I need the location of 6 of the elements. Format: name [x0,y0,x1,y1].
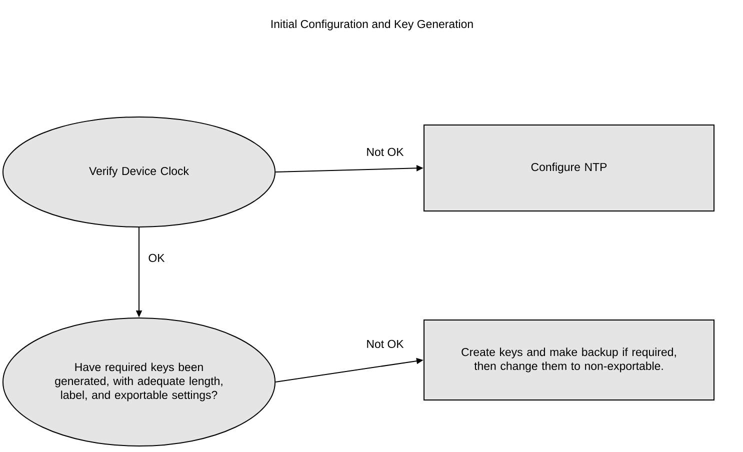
title: Initial Configuration and Key Generation [271,20,473,30]
edge-label: OK [148,254,165,262]
process-box: Configure NTP [424,124,714,212]
process-box: Create keys and make backup if required, then change them to non-exportable. [424,320,714,400]
edge-label: Not OK [367,148,404,156]
edge-label: Not OK [367,340,404,348]
